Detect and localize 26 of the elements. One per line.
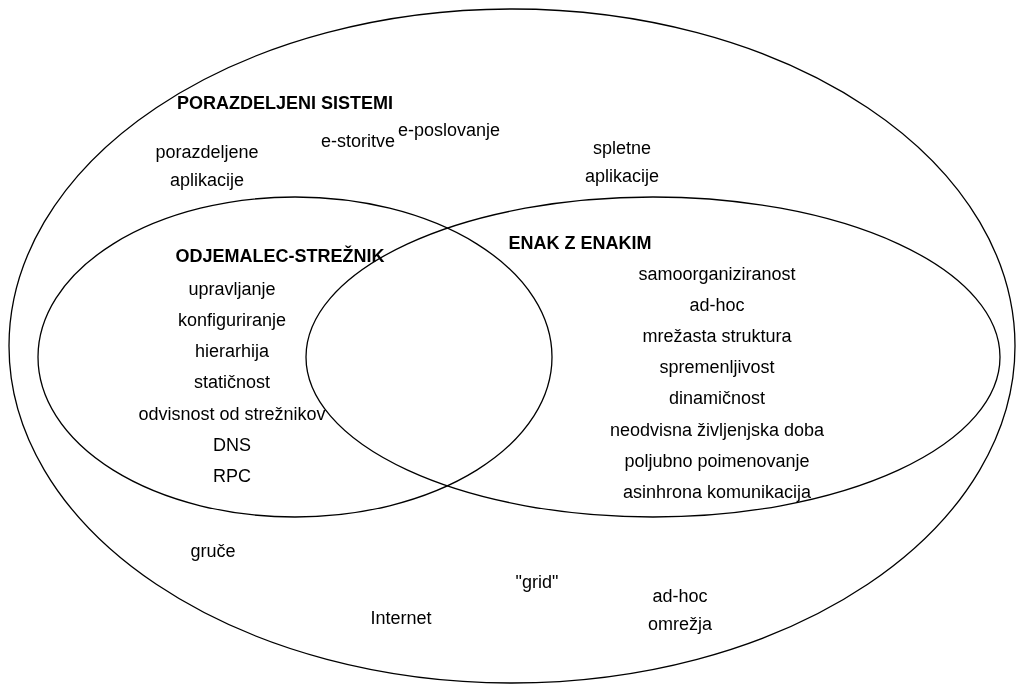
term-label: konfiguriranje xyxy=(177,309,287,332)
term-label: spletne aplikacije xyxy=(583,137,660,188)
term-label: RPC xyxy=(213,465,251,488)
term-label: Internet xyxy=(370,607,432,630)
term-label: porazdeljene aplikacije xyxy=(154,141,260,192)
term-label: mrežasta struktura xyxy=(642,325,792,348)
term-label: spremenljivost xyxy=(659,356,775,379)
term-label: e-storitve xyxy=(321,130,395,153)
set-heading: PORAZDELJENI SISTEMI xyxy=(177,92,393,115)
term-label: ad-hoc omrežja xyxy=(647,585,713,636)
term-label: dinamičnost xyxy=(669,387,765,410)
term-label: e-poslovanje xyxy=(397,119,501,142)
term-label: DNS xyxy=(213,434,251,457)
term-label: neodvisna življenjska doba xyxy=(609,419,825,442)
term-label: poljubno poimenovanje xyxy=(624,450,810,473)
set-heading: ENAK Z ENAKIM xyxy=(508,232,652,255)
term-label: gruče xyxy=(190,540,236,563)
set-heading: ODJEMALEC-STREŽNIK xyxy=(175,244,385,268)
term-label: "grid" xyxy=(515,571,559,594)
term-label: asinhrona komunikacija xyxy=(622,481,812,504)
term-label: hierarhija xyxy=(195,340,269,363)
term-label: ad-hoc xyxy=(689,294,745,317)
term-label: samoorganiziranost xyxy=(638,263,796,286)
term-label: upravljanje xyxy=(188,278,276,301)
term-label: odvisnost od strežnikov xyxy=(138,403,326,426)
term-label: statičnost xyxy=(194,371,270,394)
